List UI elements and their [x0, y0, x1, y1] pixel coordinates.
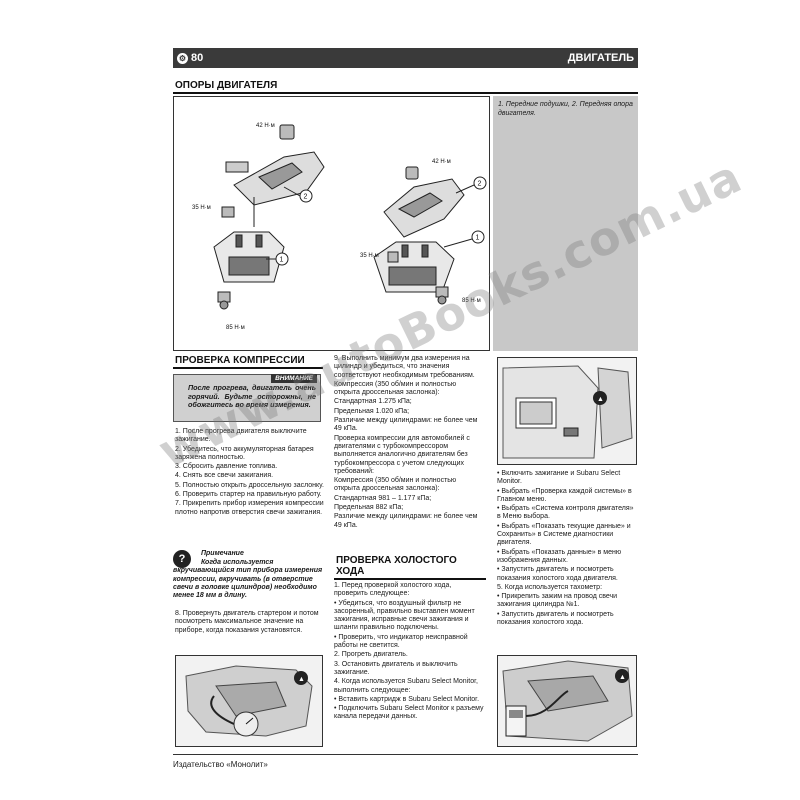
step-5: 5. Полностью открыть дроссельную заслонк… [175, 481, 324, 489]
section-title-compression: ПРОВЕРКА КОМПРЕССИИ [175, 355, 305, 366]
section-rule [173, 367, 323, 369]
idle-step-3: 3. Остановить двигатель и выключить зажи… [334, 660, 458, 676]
note-icon: ? [173, 550, 191, 568]
note-title: Примечание [201, 550, 244, 557]
idle-step-4a: • Вставить картридж в Subaru Select Moni… [334, 695, 480, 703]
right-step-c: • Выбрать «Система контроля двигателя» в… [497, 505, 634, 521]
gear-icon: ⚙ [177, 52, 188, 64]
figure-caption: 1. Передние подушки, 2. Передняя опора д… [493, 96, 638, 351]
left-mount-assembly [213, 124, 325, 310]
torque-label-2: 35 Н·м [192, 205, 211, 211]
data-connector-drawing: ▲ [502, 365, 633, 459]
step-7: 7. Прикрепить прибор измерения компресси… [175, 500, 324, 516]
torque-label-5: 35 Н·м [360, 253, 379, 259]
idle-step-4: 4. Когда используется Subaru Select Moni… [334, 678, 478, 694]
section-title-mounts: ОПОРЫ ДВИГАТЕЛЯ [175, 80, 278, 91]
idle-step-1b: • Проверить, что индикатор неисправной р… [334, 633, 468, 650]
svg-text:▲: ▲ [619, 674, 626, 681]
step-3: 3. Сбросить давление топлива. [175, 463, 278, 471]
compression-steps: 1. После прогрева двигателя выключите за… [175, 428, 325, 518]
turbo-spec-1: Компрессия (350 об/мин и полностью откры… [334, 477, 457, 493]
section-rule [173, 92, 638, 94]
tachometer-photo: ▲ [497, 655, 637, 747]
torque-label-4: 42 Н·м [432, 159, 451, 165]
section-rule [334, 578, 486, 580]
right-step-b: • Выбрать «Проверка каждой системы» в Гл… [497, 487, 632, 503]
warning-text: После прогрева, двигатель очень горячий.… [188, 383, 316, 409]
engine-mounts-drawing: 42 Н·м 35 Н·м 85 Н·м 42 Н·м 35 Н·м 85 Н·… [192, 123, 487, 331]
compression-spec-column: 9. Выполнить минимум два измерения на ци… [334, 355, 484, 531]
right-mount-assembly [373, 166, 465, 305]
idle-step-4b: • Подключить Subaru Select Monitor к раз… [334, 705, 484, 721]
right-step-5b: • Запустить двигатель и посмотреть показ… [497, 610, 614, 627]
spec-line-1: Компрессия (350 об/мин и полностью откры… [334, 380, 457, 397]
warning-tag: ВНИМАНИЕ [271, 374, 317, 383]
step-9: 9. Выполнить минимум два измерения на ци… [334, 355, 475, 379]
warning-box: ВНИМАНИЕ После прогрева, двигатель очень… [173, 374, 321, 422]
torque-label-1: 42 Н·м [256, 123, 275, 129]
step-8: 8. Провернуть двигатель стартером и пото… [175, 610, 319, 634]
turbo-spec-3: Предельная 882 кПа; [334, 504, 404, 512]
right-step-5: 5. Когда используется тахометр: [497, 583, 603, 591]
svg-text:▲: ▲ [298, 676, 305, 683]
right-step-f: • Запустить двигатель и посмотреть показ… [497, 566, 618, 582]
page-number: 80 [191, 52, 204, 64]
right-step-e: • Выбрать «Показать данные» в меню изобр… [497, 548, 622, 564]
torque-label-6: 85 Н·м [462, 298, 481, 304]
turbo-spec-4: Различие между цилиндрами: не более чем … [334, 513, 478, 529]
note-text: Когда используется вкручивающийся тип пр… [173, 559, 323, 600]
step-4: 4. Снять все свечи зажигания. [175, 472, 274, 480]
turbo-intro: Проверка компрессии для автомобилей с дв… [334, 434, 470, 475]
engine-mounts-figure: 42 Н·м 35 Н·м 85 Н·м 42 Н·м 35 Н·м 85 Н·… [173, 96, 490, 351]
section-title-idle: ПРОВЕРКА ХОЛОСТОГО ХОДА [336, 555, 457, 577]
idle-step-1: 1. Перед проверкой холостого хода, прове… [334, 582, 452, 598]
idle-steps: 1. Перед проверкой холостого хода, прове… [334, 582, 486, 723]
step-8-block: 8. Провернуть двигатель стартером и пото… [175, 610, 325, 636]
publisher-footer: Издательство «Монолит» [173, 760, 268, 769]
idle-step-1a: • Убедиться, что воздушный фильтр не зас… [334, 599, 475, 632]
idle-steps-continued: • Включить зажигание и Subaru Select Mon… [497, 470, 637, 628]
turbo-spec-2: Стандартная 981 – 1.177 кПа; [334, 494, 432, 502]
compression-gauge-drawing: ▲ [185, 665, 313, 737]
torque-label-3: 85 Н·м [226, 325, 245, 331]
data-connector-photo: ▲ [497, 357, 637, 465]
right-step-d: • Выбрать «Показать текущие данные» и Со… [497, 522, 631, 547]
callout-2-left: 2 [304, 194, 308, 201]
spec-line-2: Стандартная 1.275 кПа; [334, 398, 412, 406]
callout-1-right: 1 [476, 235, 480, 242]
chapter-title: ДВИГАТЕЛЬ [567, 52, 634, 64]
right-step-5a: • Прикрепить зажим на провод свечи зажиг… [497, 593, 618, 609]
tachometer-drawing: ▲ [502, 660, 633, 742]
step-2: 2. Убедитесь, что аккумуляторная батарея… [175, 445, 314, 461]
compression-gauge-photo: ▲ [175, 655, 323, 747]
svg-text:▲: ▲ [597, 396, 604, 403]
step-1: 1. После прогрева двигателя выключите за… [175, 428, 307, 444]
callout-2-right: 2 [478, 181, 482, 188]
spec-line-4: Различие между цилиндрами: не более чем … [334, 417, 478, 433]
right-step-a: • Включить зажигание и Subaru Select Mon… [497, 470, 621, 486]
idle-step-2: 2. Прогреть двигатель. [334, 651, 408, 659]
footer-rule [173, 754, 638, 755]
spec-line-3: Предельная 1.020 кПа; [334, 407, 410, 415]
step-6: 6. Проверить стартер на правильную работ… [175, 491, 322, 499]
page-number-group: ⚙ 80 [177, 52, 203, 64]
callout-1-left: 1 [280, 257, 284, 264]
page-header: ⚙ 80 ДВИГАТЕЛЬ [173, 48, 638, 68]
